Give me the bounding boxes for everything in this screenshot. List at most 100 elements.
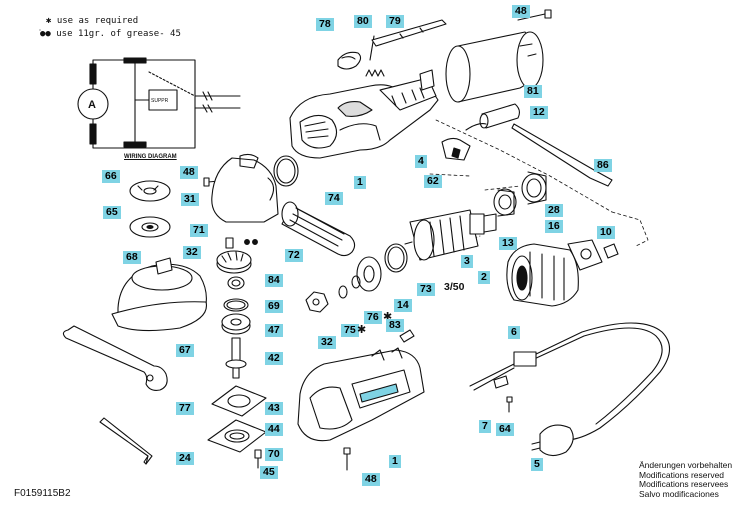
part-label: 66 <box>102 170 120 183</box>
part-13-bearing <box>493 188 517 217</box>
part-6-mains-cable <box>469 322 671 441</box>
part-label: 80 <box>354 15 372 28</box>
part-31-gear-cover <box>211 153 279 223</box>
part-label: 62 <box>424 175 442 188</box>
part-86-cable-tie <box>511 123 613 187</box>
grease-legend-text: use 11gr. of grease- 45 <box>56 29 181 39</box>
part-42-spindle <box>225 337 247 379</box>
part-3-armature <box>404 209 497 261</box>
part-44-flange-plate <box>207 419 267 453</box>
part-label: 45 <box>260 466 278 479</box>
part-79-switch-rod <box>371 19 447 47</box>
part-label: 44 <box>265 423 283 436</box>
part-label: 1 <box>389 455 401 468</box>
part-label: 48 <box>512 5 530 18</box>
part-74-ring <box>273 155 299 187</box>
part-4-brush-holder <box>441 123 487 161</box>
part-label: 3 <box>461 255 473 268</box>
part-32-pinion <box>305 291 329 313</box>
part-label: 72 <box>285 249 303 262</box>
note-line: Modifications reserved <box>639 469 725 480</box>
modification-notes: Änderungen vorbehalten Modifications res… <box>639 460 733 499</box>
part-43-bearing-plate <box>211 385 267 417</box>
part-66-flange-nut <box>129 180 171 202</box>
part-7-clamp <box>493 375 509 389</box>
part-label: 43 <box>265 402 283 415</box>
part-label: 48 <box>180 166 198 179</box>
part-label: 32 <box>318 336 336 349</box>
part-label-plain: 3/50 <box>444 281 465 293</box>
part-label: 75 <box>341 324 359 337</box>
part-label: 32 <box>183 246 201 259</box>
part-83-clip <box>399 329 415 343</box>
note-line: Salvo modificaciones <box>639 488 719 499</box>
part-label: 65 <box>103 206 121 219</box>
star-mark: ✱ <box>357 324 367 336</box>
part-label: 76 <box>364 311 382 324</box>
part-76-washer <box>338 275 361 299</box>
wiring-diagram <box>39 29 241 149</box>
part-label: 12 <box>530 106 548 119</box>
part-label: 79 <box>386 15 404 28</box>
note-line: Änderungen vorbehalten <box>639 460 733 470</box>
part-label: 67 <box>176 344 194 357</box>
part-81-motor-housing <box>445 31 544 103</box>
part-67-wheel-guard <box>111 257 208 332</box>
part-32-gear <box>216 250 252 274</box>
part-label: 71 <box>190 224 208 237</box>
part-label: 69 <box>265 300 283 313</box>
part-72-side-handle <box>281 201 356 257</box>
part-label: 68 <box>123 251 141 264</box>
part-label: 73 <box>417 283 435 296</box>
star-legend-text: use as required <box>56 16 139 26</box>
part-label: 70 <box>265 448 283 461</box>
part-10-clip <box>603 243 619 259</box>
part-label: 2 <box>478 271 490 284</box>
part-label: 16 <box>545 220 563 233</box>
note-line: Modifications reservees <box>639 479 729 490</box>
part-14-bearing <box>356 256 382 292</box>
legend-grease-row: ●● use 11gr. of grease- 45 <box>40 29 181 39</box>
part-12-cylinder <box>479 103 521 129</box>
part-label: 31 <box>181 193 199 206</box>
part-label: 83 <box>386 319 404 332</box>
part-64-screw <box>506 396 513 413</box>
part-label: 7 <box>479 420 491 433</box>
document-code: F0159115B2 <box>14 488 71 499</box>
part-84-ring <box>227 276 245 290</box>
part-label: 14 <box>394 299 412 312</box>
part-71-pin <box>225 237 234 249</box>
part-label: 28 <box>545 204 563 217</box>
part-label: 13 <box>499 237 517 250</box>
part-label: 86 <box>594 159 612 172</box>
part-48-screw <box>517 9 552 21</box>
part-70-screw <box>254 449 262 469</box>
part-label: 48 <box>362 473 380 486</box>
part-label: 81 <box>524 85 542 98</box>
part-65-inner-flange <box>129 216 171 238</box>
part-1-motor-housing-lower <box>297 347 425 442</box>
part-2-field-coil <box>506 243 579 307</box>
part-label: 6 <box>508 326 520 339</box>
part-label: 1 <box>354 176 366 189</box>
star-symbol: ✱ <box>46 16 52 26</box>
part-label: 77 <box>176 402 194 415</box>
suppressor-label: SUPPR <box>151 98 169 104</box>
part-16-baffle <box>567 239 603 271</box>
part-label: 47 <box>265 324 283 337</box>
part-78-switch-knob <box>337 51 362 70</box>
part-label: 64 <box>496 423 514 436</box>
star-mark: ✱ <box>383 311 393 323</box>
part-label: 84 <box>265 274 283 287</box>
part-69-circlip <box>223 298 249 312</box>
grease-symbol: ●● <box>40 29 51 39</box>
part-77-spanner <box>62 325 168 391</box>
part-5-plug <box>531 424 574 457</box>
part-label: 42 <box>265 352 283 365</box>
part-label: 4 <box>415 155 427 168</box>
part-73-ring <box>384 243 408 273</box>
part-label: 5 <box>531 458 543 471</box>
wiring-diagram-title: WIRING DIAGRAM <box>124 154 177 160</box>
part-label: 10 <box>597 226 615 239</box>
